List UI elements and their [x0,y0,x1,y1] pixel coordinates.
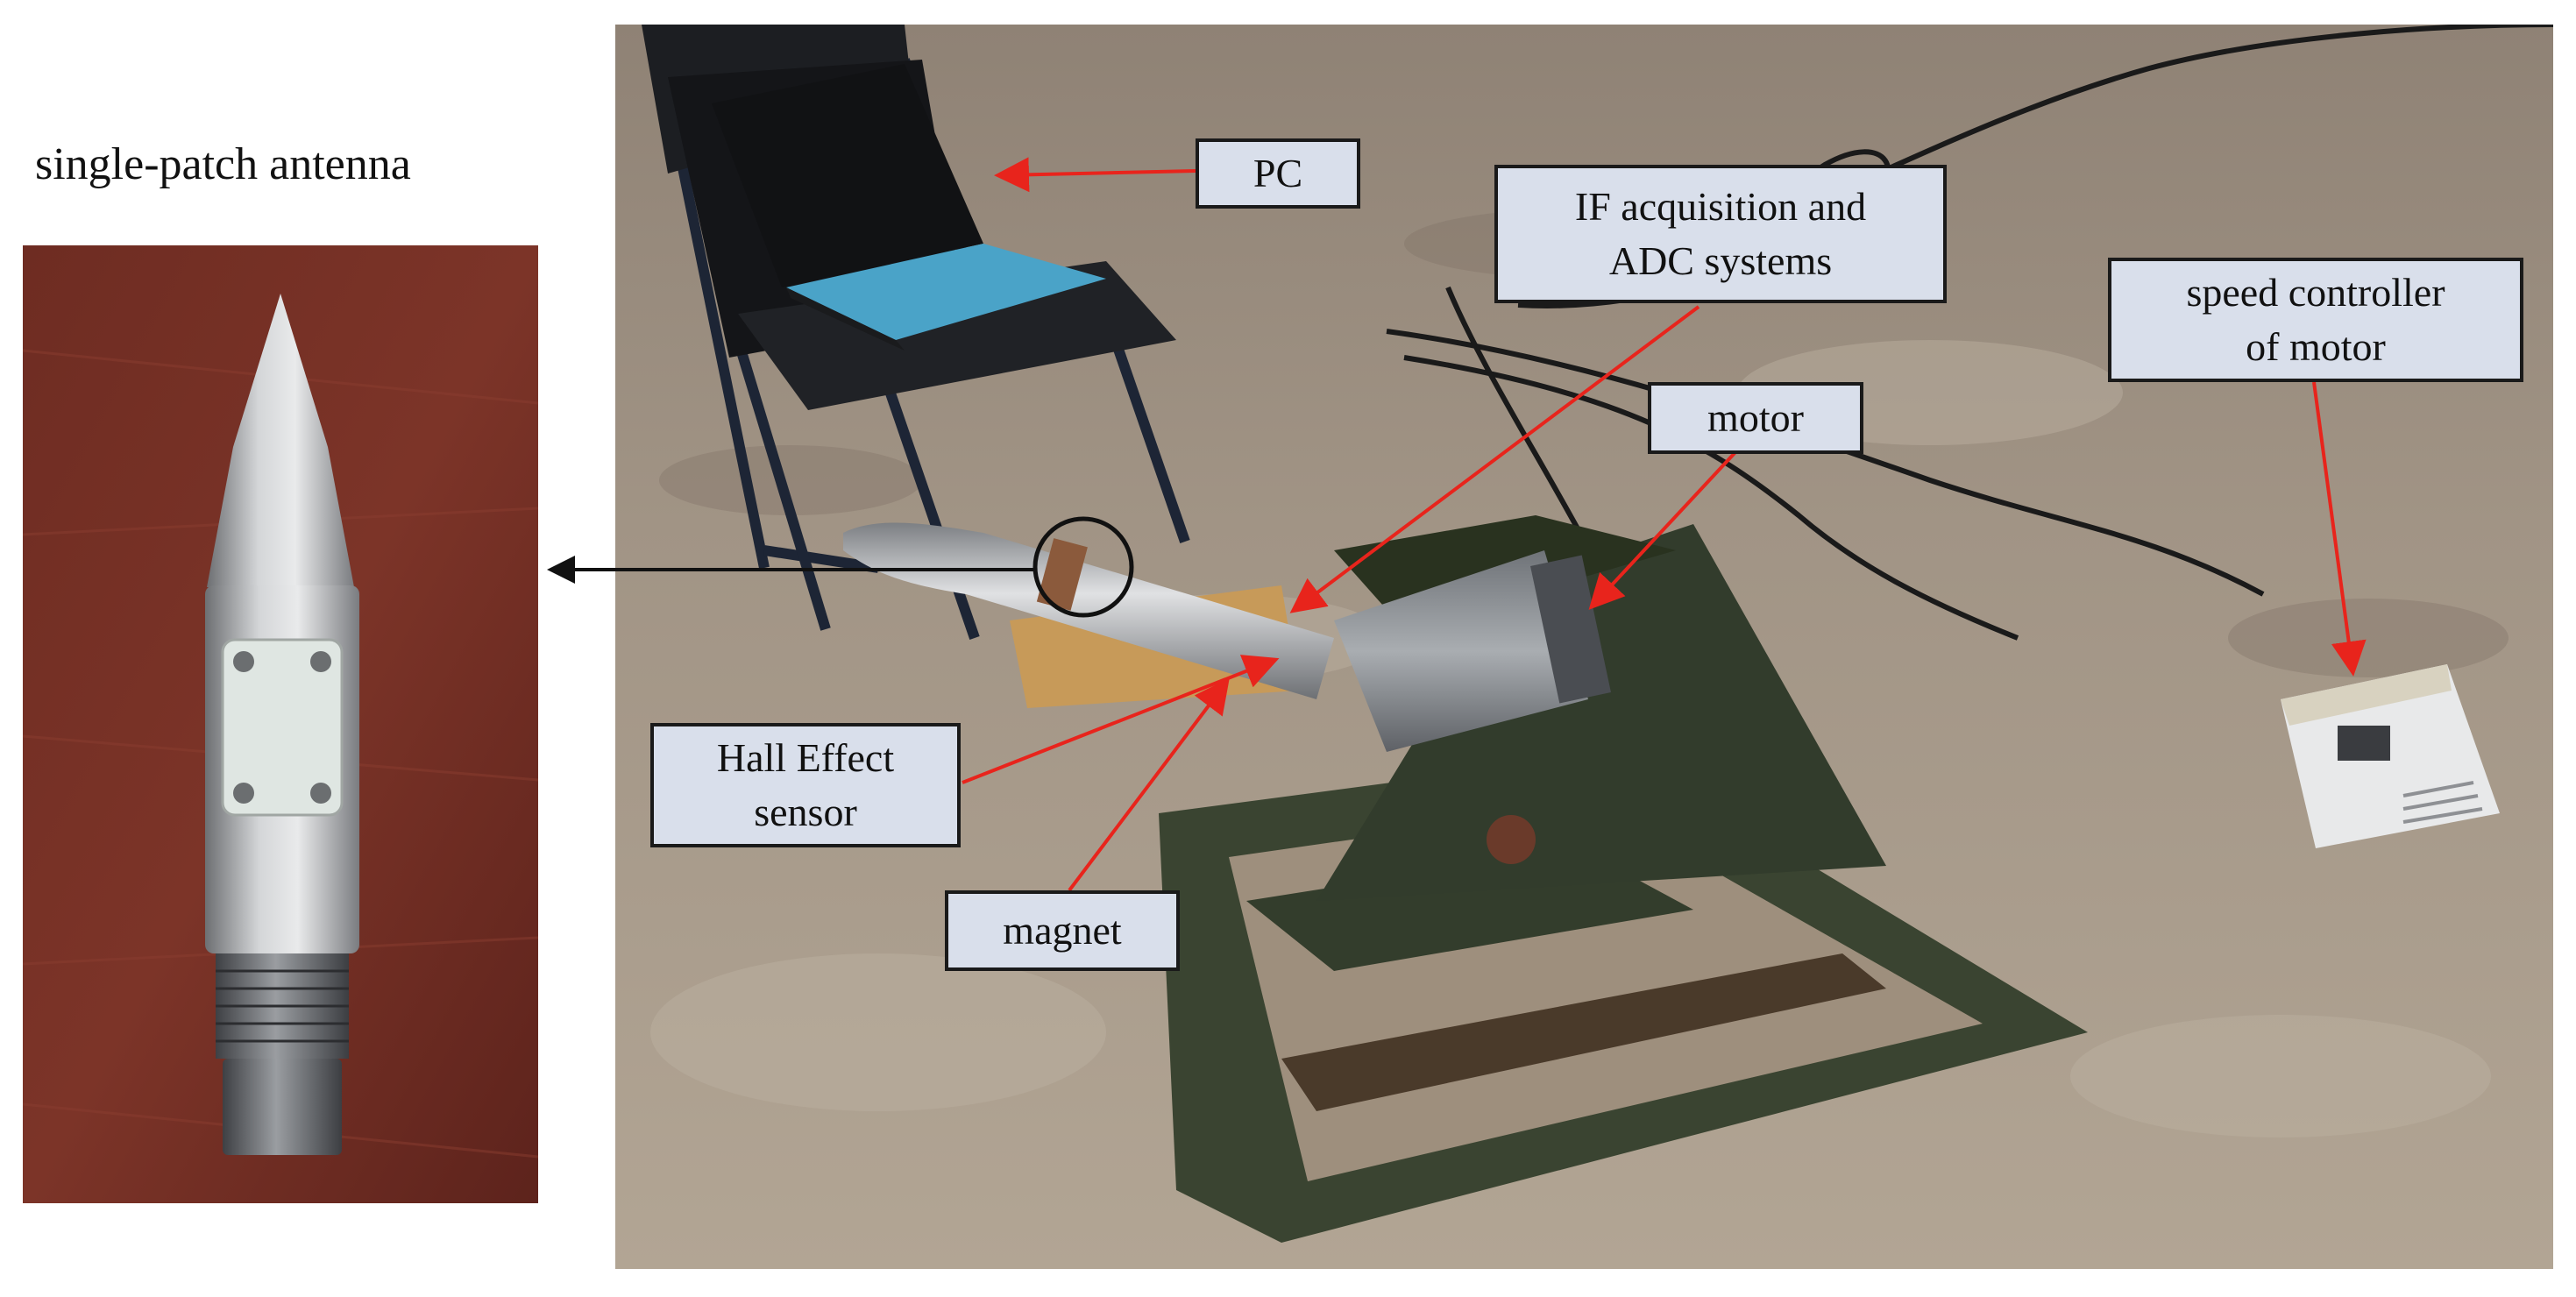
magnet-callout: magnet [945,890,1180,971]
pc-callout: PC [1196,138,1360,209]
motor-callout: motor [1648,382,1863,454]
if-acquisition-callout: IF acquisition and ADC systems [1494,165,1947,303]
inset-title: single-patch antenna [35,139,411,189]
speed-controller-callout: speed controller of motor [2108,258,2523,382]
antenna-photo [23,245,538,1203]
hall-effect-callout: Hall Effect sensor [650,723,961,847]
